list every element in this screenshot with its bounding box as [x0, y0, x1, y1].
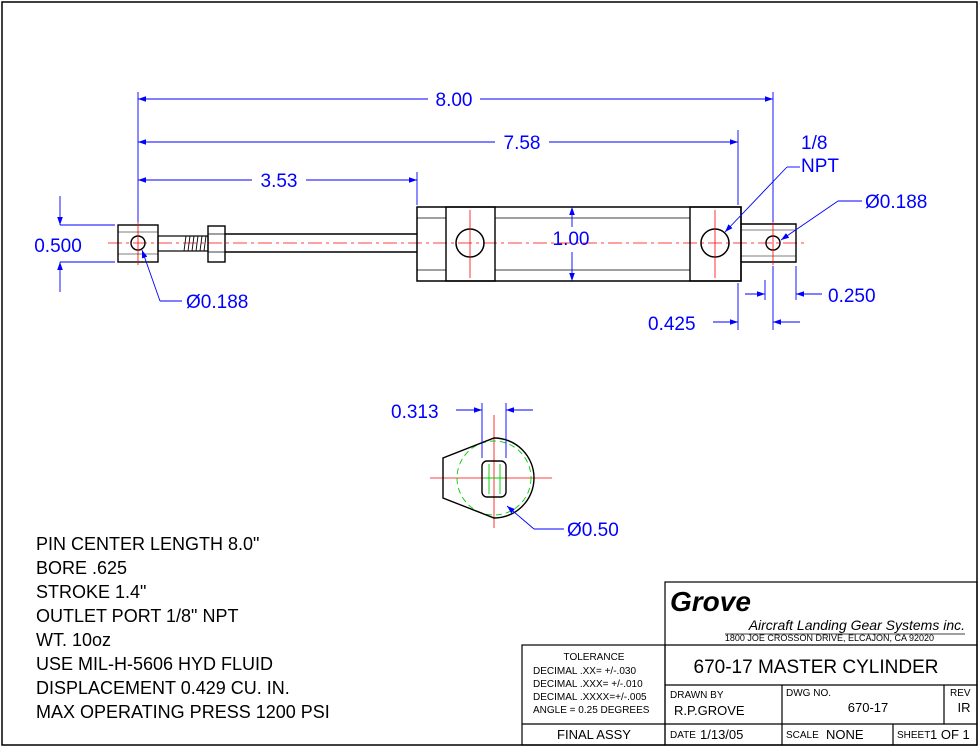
rod-threads — [183, 235, 207, 252]
dim-port-offset: 0.425 — [648, 314, 696, 335]
date-label: DATE — [670, 730, 696, 741]
drawn-by-value: R.P.GROVE — [674, 703, 745, 718]
scale-label: SCALE — [786, 730, 819, 741]
dim-slot-width: 0.313 — [391, 402, 439, 423]
dim-overall-length: 8.00 — [436, 90, 473, 111]
dim-end-pin-dia: Ø0.188 — [865, 192, 927, 213]
dim-body-dia: 1.00 — [553, 229, 590, 250]
end-view-dimensions — [456, 403, 564, 530]
end-view — [430, 415, 552, 528]
note-2: BORE .625 — [36, 558, 127, 578]
general-notes: PIN CENTER LENGTH 8.0" BORE .625 STROKE … — [36, 534, 330, 722]
end-view-slot — [481, 460, 507, 498]
dim-rod-eye-height: 0.500 — [34, 236, 82, 257]
front-boss — [445, 206, 496, 282]
note-7: DISPLACEMENT 0.429 CU. IN. — [36, 678, 290, 698]
dim-port-label-line2: NPT — [801, 156, 839, 177]
dim-eye-dia: Ø0.50 — [567, 520, 619, 541]
sheet-value: 1 OF 1 — [930, 727, 970, 742]
dim-pin-to-port: 7.58 — [504, 133, 541, 154]
drawn-by-label: DRAWN BY — [670, 690, 724, 701]
dim-tab-width: 0.250 — [828, 286, 876, 307]
rear-boss — [689, 206, 742, 282]
note-4: OUTLET PORT 1/8" NPT — [36, 606, 238, 626]
dwg-no-label: DWG NO. — [786, 688, 831, 699]
note-6: USE MIL-H-5606 HYD FLUID — [36, 654, 273, 674]
tolerance-xx: DECIMAL .XX= +/-.030 — [533, 666, 636, 677]
dim-port-label-line1: 1/8 — [801, 133, 827, 154]
company-address: 1800 JOE CROSSON DRIVE, ELCAJON, CA 9202… — [725, 633, 934, 643]
sheet-label: SHEET — [897, 730, 930, 741]
note-8: MAX OPERATING PRESS 1200 PSI — [36, 702, 330, 722]
dim-rod-pin-dia: Ø0.188 — [186, 292, 248, 313]
end-view-construction-circle — [456, 440, 532, 516]
jam-nut — [207, 225, 226, 263]
note-5: WT. 10oz — [36, 630, 111, 650]
drawing-title: 670-17 MASTER CYLINDER — [694, 657, 939, 678]
final-assy: FINAL ASSY — [557, 727, 631, 742]
tolerance-xxxx: DECIMAL .XXXX=+/-.005 — [533, 692, 647, 703]
title-block-text: Grove Aircraft Landing Gear Systems inc.… — [533, 586, 971, 742]
side-view — [108, 206, 808, 282]
date-value: 1/13/05 — [700, 727, 743, 742]
company-logo-text: Grove — [670, 586, 751, 617]
tolerance-header: TOLERANCE — [564, 652, 625, 663]
side-view-dimensions — [57, 92, 862, 330]
dim-rod-extension: 3.53 — [261, 171, 298, 192]
note-3: STROKE 1.4" — [36, 582, 146, 602]
title-block — [521, 581, 978, 746]
tolerance-angle: ANGLE = 0.25 DEGREES — [533, 705, 650, 716]
note-1: PIN CENTER LENGTH 8.0" — [36, 534, 259, 554]
company-full-name: Aircraft Landing Gear Systems inc. — [748, 617, 965, 633]
rev-value: IR — [958, 700, 971, 715]
side-view-dimension-labels: 8.00 7.58 3.53 0.500 1.00 1/8 NPT Ø0.188… — [34, 90, 927, 335]
dwg-no-value: 670-17 — [848, 700, 888, 715]
tolerance-xxx: DECIMAL .XXX= +/-.010 — [533, 679, 643, 690]
scale-value: NONE — [826, 727, 864, 742]
rev-label: REV — [950, 688, 971, 699]
end-view-outline — [442, 437, 535, 519]
clevis-tab — [741, 223, 797, 263]
